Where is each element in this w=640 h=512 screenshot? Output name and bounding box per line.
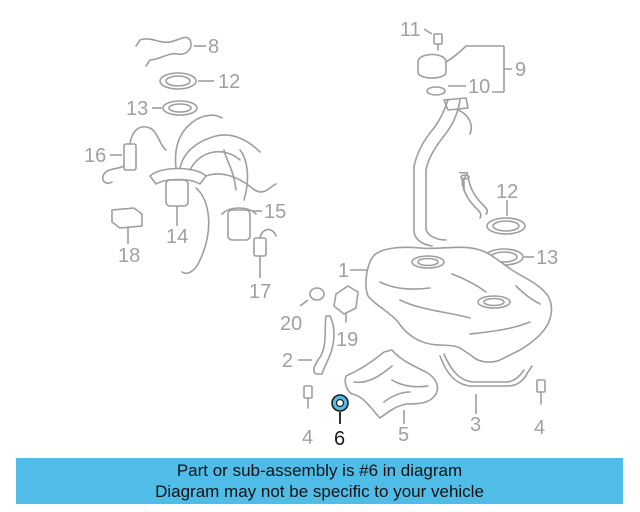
callout-4-right: 4: [534, 417, 545, 439]
callout-6: 6: [334, 428, 345, 450]
callout-11: 11: [400, 19, 421, 41]
part-15-level-sender: [221, 149, 257, 241]
callout-16: 16: [84, 145, 106, 167]
callout-12-right: 12: [496, 181, 518, 203]
banner-line-2: Diagram may not be specific to your vehi…: [155, 482, 484, 501]
leader-11: [423, 28, 433, 35]
part-13-seal-left: [162, 100, 198, 116]
callout-7: 7: [458, 169, 469, 191]
callout-5: 5: [398, 424, 409, 446]
callout-9: 9: [515, 59, 526, 81]
part-16-sensor: [101, 126, 167, 185]
part-2-strap-pad: [313, 315, 335, 375]
part-11-bolt: [433, 33, 443, 51]
part-1-fuel-tank: [365, 246, 553, 363]
part-4-bolt-left: [303, 385, 313, 409]
callout-12-left: 12: [218, 71, 240, 93]
callout-13-left: 13: [126, 98, 148, 120]
part-20-plug: [309, 287, 325, 301]
callout-15: 15: [264, 201, 286, 223]
part-4-bolt-right: [536, 379, 546, 405]
part-6-nut-highlighted[interactable]: [331, 394, 349, 412]
callout-8: 8: [208, 36, 219, 58]
parts-diagram: 8 12 13 16 14 15 18 17: [84, 19, 558, 450]
part-14-fuel-pump: [149, 114, 277, 275]
part-9-fuel-cap: [417, 45, 493, 79]
callout-17: 17: [249, 281, 271, 303]
callout-20: 20: [280, 313, 302, 335]
part-12-lock-ring-right: [486, 217, 526, 235]
part-8-wire-harness: [135, 36, 192, 67]
callout-14: 14: [166, 226, 188, 248]
callout-10: 10: [468, 76, 490, 98]
part-10-gasket: [426, 86, 446, 96]
part-19-bumper: [333, 285, 359, 323]
part-12-lock-ring-left: [159, 72, 197, 90]
callout-19: 19: [336, 329, 358, 351]
leader-20: [299, 299, 309, 307]
callout-3: 3: [470, 414, 481, 436]
callout-1: 1: [338, 260, 349, 282]
part-5-heat-shield: [344, 349, 439, 419]
part-3-tank-strap: [439, 353, 533, 387]
callout-4-left: 4: [302, 427, 313, 449]
callout-2: 2: [282, 350, 293, 372]
part-18-bracket: [111, 207, 143, 237]
callout-13-right: 13: [536, 247, 558, 269]
part-17-connector: [253, 228, 277, 269]
callout-18: 18: [118, 245, 140, 267]
part-filler-neck: [413, 97, 473, 247]
banner-line-1: Part or sub-assembly is #6 in diagram: [176, 461, 463, 480]
info-banner: Part or sub-assembly is #6 in diagram Di…: [16, 458, 623, 504]
leader-9: [492, 45, 512, 93]
